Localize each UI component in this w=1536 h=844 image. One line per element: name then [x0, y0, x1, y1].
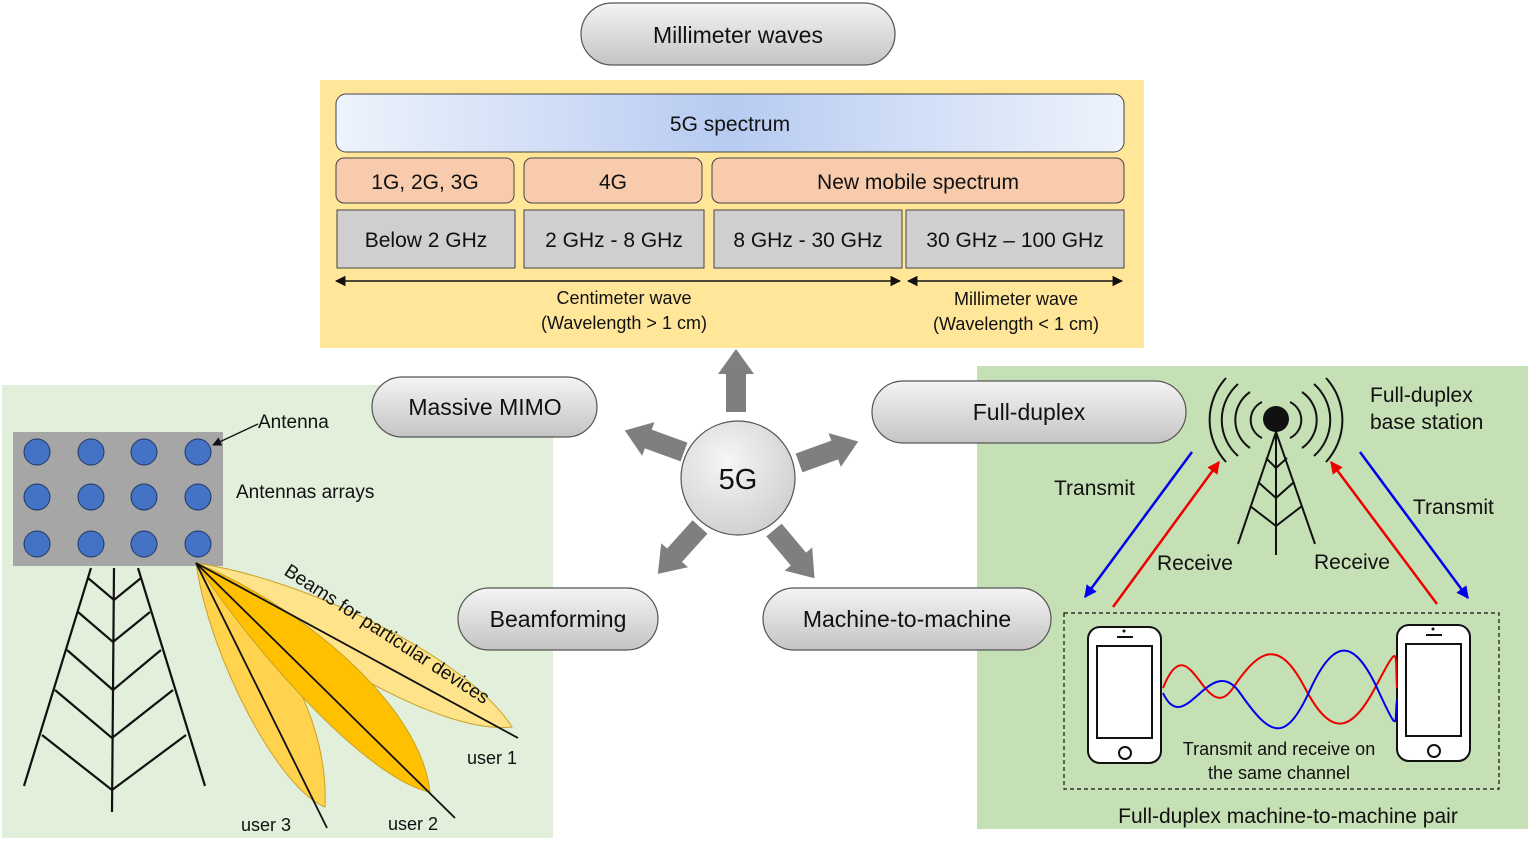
base-station-top-dot — [1263, 406, 1289, 432]
hub-arrow-up — [718, 349, 754, 412]
pill-full-duplex-label: Full-duplex — [973, 399, 1086, 425]
cm-wave-label: Centimeter wave — [556, 288, 691, 308]
wave-red — [1162, 653, 1398, 725]
antenna-arrays-label: Antennas arrays — [236, 482, 374, 503]
transmit-arrow-right — [1358, 451, 1470, 600]
base-station-icon — [1208, 377, 1344, 555]
spectrum-header: 5G spectrum — [670, 113, 790, 136]
band-box-2to8 — [523, 209, 705, 269]
gen-box-4g — [523, 157, 703, 204]
band-label-8to30: 8 GHz - 30 GHz — [733, 229, 882, 252]
hub-arrow-down-right — [766, 523, 815, 579]
pill-full-duplex: Full-duplex — [871, 380, 1187, 444]
mm-wave-sublabel: (Wavelength < 1 cm) — [933, 314, 1099, 334]
pill-machine-to-machine: Machine-to-machine — [762, 587, 1052, 651]
gen-label-4g: 4G — [599, 171, 627, 194]
hub-5g-label: 5G — [719, 464, 758, 496]
hub-arrow-right — [795, 433, 859, 473]
phone-right-icon — [1396, 624, 1471, 762]
pill-millimeter-waves-label: Millimeter waves — [653, 22, 823, 48]
gen-box-new — [711, 157, 1125, 204]
m2m-pair-box — [1063, 612, 1500, 790]
pill-beamforming-label: Beamforming — [490, 606, 627, 632]
transmit-label-right: Transmit — [1413, 496, 1494, 519]
pill-machine-to-machine-label: Machine-to-machine — [803, 606, 1011, 632]
pill-beamforming: Beamforming — [457, 587, 659, 651]
pill-massive-mimo: Massive MIMO — [371, 376, 598, 438]
user-3-label: user 3 — [241, 815, 291, 835]
gen-label-new: New mobile spectrum — [817, 171, 1019, 194]
cm-wave-sublabel: (Wavelength > 1 cm) — [541, 313, 707, 333]
receive-label-left: Receive — [1157, 552, 1233, 575]
gen-box-1g3g — [335, 157, 515, 204]
hub-5g-circle — [680, 420, 796, 536]
receive-label-right: Receive — [1314, 551, 1390, 574]
mm-wave-label: Millimeter wave — [954, 289, 1078, 309]
hub-arrow-down-left — [657, 520, 708, 574]
band-label-2to8: 2 GHz - 8 GHz — [545, 229, 683, 252]
base-station-label-2: base station — [1370, 411, 1483, 434]
mimo-panel: Antenna Antennas arrays Beams for partic… — [2, 385, 553, 838]
antenna-label: Antenna — [258, 412, 329, 433]
mimo-tower-icon — [22, 567, 207, 813]
m2m-pair-label: Full-duplex machine-to-machine pair — [1118, 805, 1458, 828]
band-label-30to100: 30 GHz – 100 GHz — [926, 229, 1103, 252]
spectrum-header-box — [335, 93, 1125, 153]
band-box-below2 — [336, 209, 516, 269]
hub-arrows — [624, 349, 859, 579]
transmit-label-left: Transmit — [1054, 477, 1135, 500]
antenna-pointer-arrow — [212, 423, 259, 446]
antenna-dots — [23, 438, 212, 558]
user-1-label: user 1 — [467, 748, 517, 768]
receive-arrow-left — [1111, 460, 1221, 608]
beams — [194, 561, 519, 829]
pill-massive-mimo-label: Massive MIMO — [408, 394, 561, 420]
phone-left-icon — [1087, 626, 1162, 764]
pill-millimeter-waves: Millimeter waves — [580, 2, 896, 66]
band-box-30to100 — [905, 209, 1125, 269]
band-box-8to30 — [713, 209, 903, 269]
user-2-label: user 2 — [388, 814, 438, 834]
channel-label-2: the same channel — [1208, 763, 1350, 783]
beam-center-lines — [195, 562, 519, 829]
channel-label-1: Transmit and receive on — [1183, 739, 1375, 759]
base-station-label-1: Full-duplex — [1370, 384, 1473, 407]
transmit-arrow-left — [1083, 451, 1194, 599]
receive-arrow-right — [1329, 460, 1439, 605]
band-label-below2: Below 2 GHz — [365, 229, 488, 252]
wave-blue — [1162, 649, 1398, 730]
spectrum-panel: 5G spectrum 1G, 2G, 3G 4G New mobile spe… — [320, 80, 1144, 348]
hub-arrow-left — [624, 422, 688, 462]
gen-label-1g3g: 1G, 2G, 3G — [371, 171, 478, 194]
